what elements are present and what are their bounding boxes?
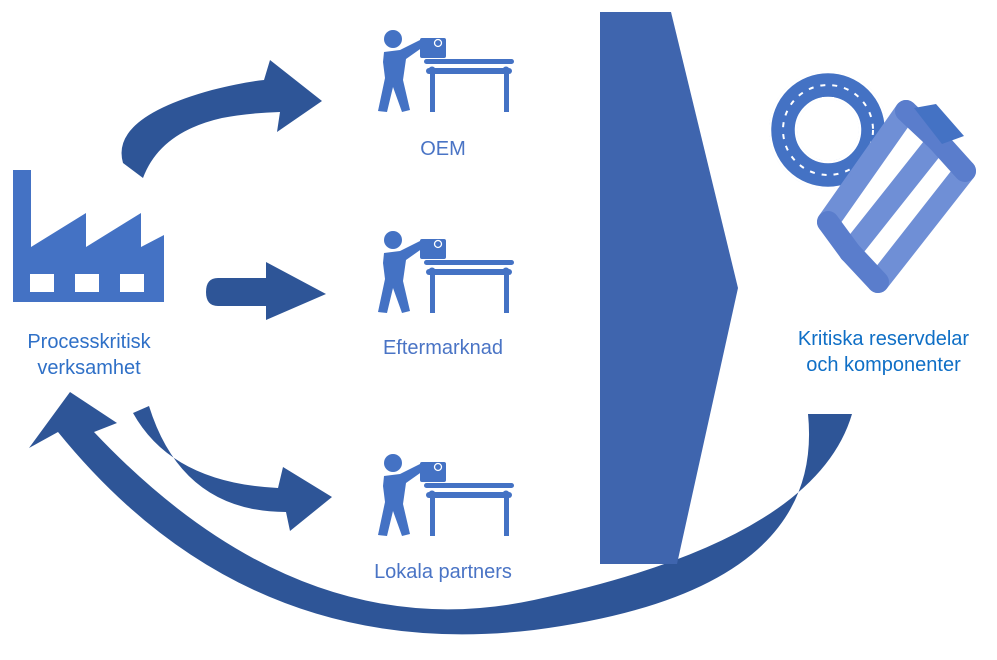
label-aftermarket: Eftermarknad bbox=[382, 337, 504, 359]
worker-at-conveyor-icon-oem bbox=[377, 29, 515, 113]
feedback-arc bbox=[29, 392, 852, 635]
label-parts-line2: och komponenter bbox=[806, 354, 961, 376]
label-critical-parts: Kritiska reservdelar och komponenter bbox=[770, 326, 997, 378]
label-company-line1: Processkritisk bbox=[27, 331, 151, 353]
label-oem: OEM bbox=[420, 138, 466, 160]
label-parts-line1: Kritiska reservdelar bbox=[797, 328, 970, 350]
label-local-partners: Lokala partners bbox=[374, 561, 512, 583]
label-company-line2: verksamhet bbox=[37, 357, 141, 379]
worker-at-conveyor-icon-aftermarket bbox=[377, 230, 515, 314]
factory-icon bbox=[13, 170, 164, 302]
bearing-and-spring-icon bbox=[768, 70, 976, 293]
arrow-to-local-partners bbox=[133, 406, 332, 531]
funnel-arrow bbox=[600, 12, 738, 564]
worker-at-conveyor-icon-local-partners bbox=[377, 453, 515, 537]
label-process-critical-company: Processkritisk verksamhet bbox=[0, 329, 178, 381]
arrow-to-aftermarket bbox=[206, 262, 326, 320]
arrow-to-oem bbox=[121, 60, 323, 178]
